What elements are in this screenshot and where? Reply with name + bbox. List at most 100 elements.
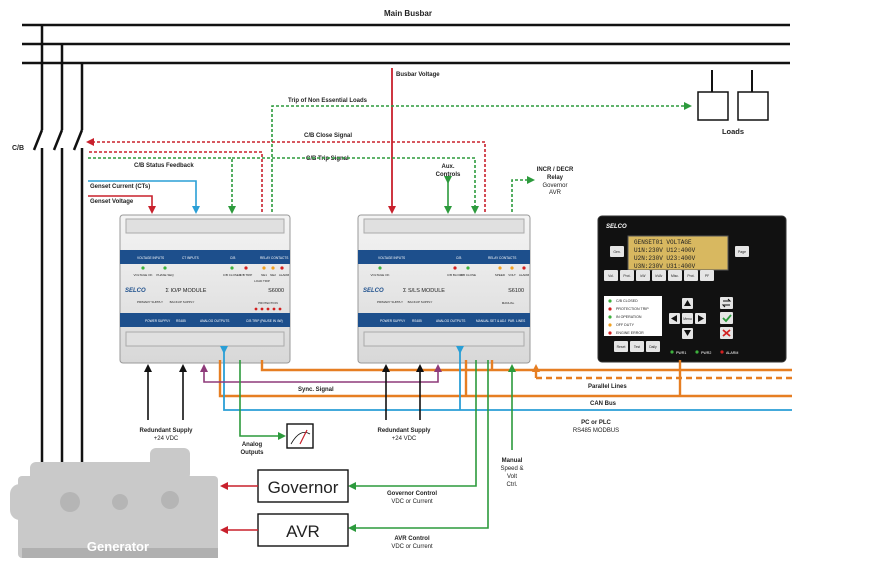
lcd-line-1: GENSET01 VOLTAGE <box>634 239 692 246</box>
check-icon <box>722 314 732 323</box>
can-bus-label: CAN Bus <box>590 401 617 407</box>
display-brand-logo: SELCO <box>606 224 627 230</box>
m1-protection: PROTECTION <box>258 301 278 305</box>
m2-name: Σ S/LS MODULE <box>403 288 445 294</box>
key-kvar[interactable]: kVAr <box>655 274 663 278</box>
status-leds <box>608 299 612 335</box>
cb-label: C/B <box>12 145 24 152</box>
nav-left-icon[interactable] <box>671 315 677 322</box>
lcd-line-3: U2N:230V U23:400V <box>634 255 696 262</box>
nav-down-icon[interactable] <box>684 330 691 336</box>
display-keys-top[interactable] <box>604 246 749 281</box>
close-icon <box>722 329 731 337</box>
swap-key[interactable] <box>720 297 733 309</box>
analog-meter <box>286 423 314 449</box>
genset-current-label: Genset Current (CTs) <box>90 184 150 190</box>
display-panel: SELCO GENSET01 VOLTAGE U1N:230V U12:400V… <box>597 215 787 363</box>
m1-protection-leds <box>254 307 282 311</box>
m2-led-1: VOLTAGE OK <box>371 273 390 277</box>
cb-status-label: C/B Status Feedback <box>134 163 194 169</box>
analog-outputs-label-2: Outputs <box>241 450 265 456</box>
m1-top-label-2: CT INPUTS <box>182 256 199 260</box>
m1-bottom-6: C/B TRIP (PAUSE IN 4W) <box>246 319 283 323</box>
nav-menu-key[interactable]: Menu <box>683 317 692 321</box>
m1-led-2: PHASE SEQ <box>156 273 174 277</box>
avr-control-label-2: VDC or Current <box>391 544 433 550</box>
m1-bottom-4: RS485 <box>176 319 186 323</box>
manual-ctrl-label-3: Volt <box>507 474 517 480</box>
key-reset[interactable]: Reset <box>617 345 626 349</box>
m2-brand-logo: SELCO <box>363 288 384 294</box>
m2-bottom-1: PRIMARY SUPPLY <box>377 300 403 304</box>
footer-alarm: ALARM <box>726 351 738 355</box>
key-daily[interactable]: Daily <box>649 345 657 349</box>
ok-key[interactable] <box>720 312 733 324</box>
m1-led-6: NE2 <box>270 273 276 277</box>
nav-up-icon[interactable] <box>684 300 691 306</box>
pc-plc-label-1: PC or PLC <box>581 420 611 426</box>
key-gen[interactable]: Gen. <box>613 250 620 254</box>
status-protection-trip: PROTECTION TRIP <box>616 307 649 311</box>
m2-led-3: C/B CLOSE <box>460 273 476 277</box>
m2-top-label-2: C/B <box>456 256 461 260</box>
m1-top-label-4: RELAY CONTACTS <box>260 256 288 260</box>
key-test[interactable]: Test <box>634 345 640 349</box>
key-misc[interactable]: Misc. <box>671 274 679 278</box>
m2-bottom-6: MANUAL SET & ADJ <box>476 319 506 323</box>
parallel-lines-label: Parallel Lines <box>588 384 627 390</box>
m1-brand-logo: SELCO <box>125 288 146 294</box>
redundant-supply-2-label-2: +24 VDC <box>392 436 417 442</box>
status-in-operation: IN OPERATION <box>616 315 642 319</box>
m2-model: S6100 <box>508 288 524 294</box>
avr-box <box>257 513 349 547</box>
busbar-title: Main Busbar <box>384 9 432 18</box>
m1-bottom-3: POWER SUPPLY <box>145 319 171 323</box>
m1-bottom-1: PRIMARY SUPPLY <box>137 300 163 304</box>
cb-close-label: C/B Close Signal <box>304 133 352 139</box>
m2-bottom-2: BACKUP SUPPLY <box>408 300 433 304</box>
footer-pwr1: PWR1 <box>676 351 686 355</box>
status-off-duty: OFF DUTY <box>616 323 635 327</box>
avr-control-label-1: AVR Control <box>394 536 430 542</box>
nav-pad[interactable] <box>669 298 706 339</box>
m1-name: Σ IO/P MODULE <box>166 288 207 294</box>
incr-decr-label-1: INCR / DECR <box>537 167 574 173</box>
m1-bottom-5: ANALOG OUTPUTS <box>200 319 229 323</box>
m2-led-4: SPEED <box>495 273 506 277</box>
m2-top-label-1: VOLTAGE INPUTS <box>378 256 405 260</box>
generator-label: Generator <box>87 539 149 554</box>
governor-control-label-2: VDC or Current <box>391 499 433 505</box>
main-busbar: Main Busbar <box>22 9 790 65</box>
key-row-pf[interactable]: PF <box>705 274 709 278</box>
redundant-supply-1-label-1: Redundant Supply <box>140 428 194 434</box>
lcd-line-4: U3N:230V U31:400V <box>634 263 696 270</box>
aux-controls-label-2: Controls <box>436 172 461 178</box>
m1-top-label-3: C/B <box>230 256 235 260</box>
governor-control-label-1: Governor Control <box>387 491 437 497</box>
m2-bottom-3: POWER SUPPLY <box>380 319 406 323</box>
redundant-supply-1-label-2: +24 VDC <box>154 436 179 442</box>
footer-pwr2: PWR2 <box>701 351 711 355</box>
key-row-prot[interactable]: Prot. <box>687 274 694 278</box>
key-prot[interactable]: Prot. <box>623 274 630 278</box>
key-vol[interactable]: Vol. <box>608 274 614 278</box>
redundant-supply-2-label-1: Redundant Supply <box>378 428 432 434</box>
key-kw[interactable]: kW <box>641 274 647 278</box>
nav-right-icon[interactable] <box>698 315 704 322</box>
generator-feeders <box>32 25 84 470</box>
manual-ctrl-label-2: Speed & <box>500 466 523 472</box>
manual-ctrl-label-4: Ctrl. <box>507 482 518 488</box>
bottom-keys[interactable] <box>614 341 660 352</box>
m2-bottom-5: ANALOG OUTPUTS <box>436 319 465 323</box>
key-page[interactable]: Page <box>738 250 746 254</box>
trip-non-essential-label: Trip of Non Essential Loads <box>288 98 368 104</box>
io-p-module: VOLTAGE INPUTS CT INPUTS C/B RELAY CONTA… <box>119 214 291 364</box>
manual-ctrl-label-1: Manual <box>502 458 523 464</box>
aux-controls-label-1: Aux. <box>441 164 454 170</box>
swap-icon <box>721 298 732 308</box>
cb-trip-label: C/B Trip Signal <box>306 156 349 162</box>
m2-led-2: C/B BLOCK <box>447 273 463 277</box>
genset-voltage-label: Genset Voltage <box>90 199 134 205</box>
m2-led-5: VOLT <box>508 273 516 277</box>
m2-leds <box>378 266 526 270</box>
